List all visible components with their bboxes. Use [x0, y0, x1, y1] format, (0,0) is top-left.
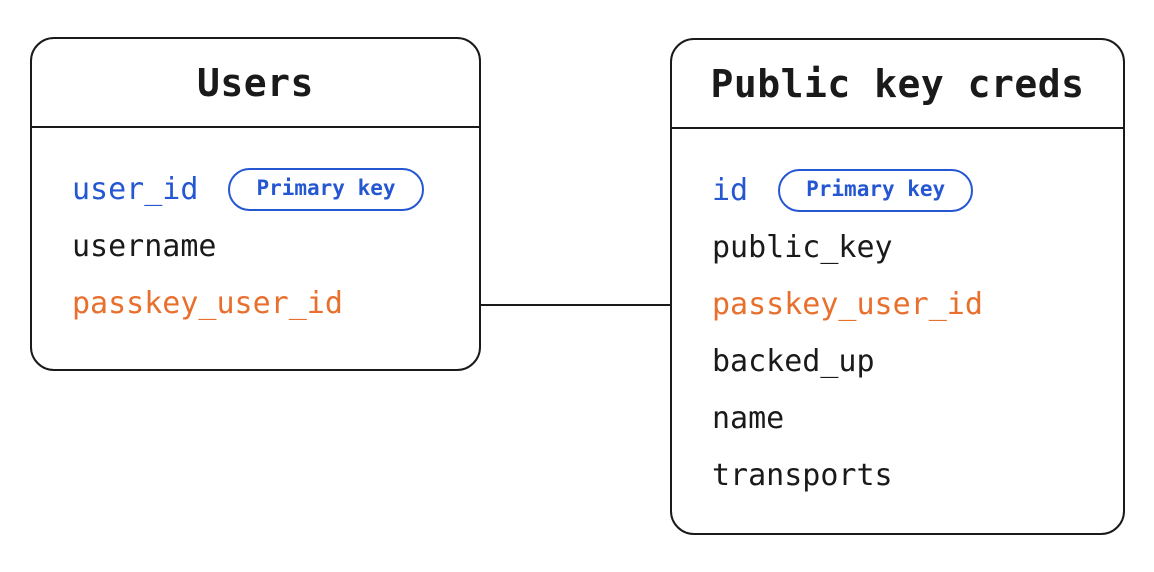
table-users-fields: user_id Primary key username passkey_use… — [32, 128, 479, 332]
field-label-username: username — [72, 228, 217, 264]
table-users: Users user_id Primary key username passk… — [30, 37, 481, 371]
field-label-public_key: public_key — [712, 229, 893, 265]
primary-key-badge: Primary key — [778, 168, 974, 213]
table-public-key-creds: Public key creds id Primary key public_k… — [670, 38, 1125, 535]
field-label-id: id — [712, 172, 749, 208]
field-row: backed_up — [712, 333, 1083, 390]
table-users-header: Users — [32, 39, 479, 128]
field-row: public_key — [712, 219, 1083, 276]
table-public-key-creds-title: Public key creds — [710, 61, 1085, 106]
field-label-user_id: user_id — [72, 171, 199, 207]
field-row: passkey_user_id — [72, 275, 439, 332]
field-label-transports: transports — [712, 457, 893, 493]
table-users-title: Users — [197, 60, 314, 105]
field-row: name — [712, 390, 1083, 447]
field-label-backed_up: backed_up — [712, 343, 875, 379]
field-row: transports — [712, 447, 1083, 504]
table-public-key-creds-fields: id Primary key public_key passkey_user_i… — [672, 129, 1123, 504]
field-row: passkey_user_id — [712, 276, 1083, 333]
relationship-line — [481, 304, 670, 306]
field-row: user_id Primary key — [72, 161, 439, 218]
field-label-passkey_user_id: passkey_user_id — [72, 285, 343, 321]
primary-key-badge: Primary key — [228, 167, 424, 212]
field-label-passkey_user_id: passkey_user_id — [712, 286, 983, 322]
field-row: username — [72, 218, 439, 275]
table-public-key-creds-header: Public key creds — [672, 40, 1123, 129]
field-label-name: name — [712, 400, 785, 436]
field-row: id Primary key — [712, 162, 1083, 219]
